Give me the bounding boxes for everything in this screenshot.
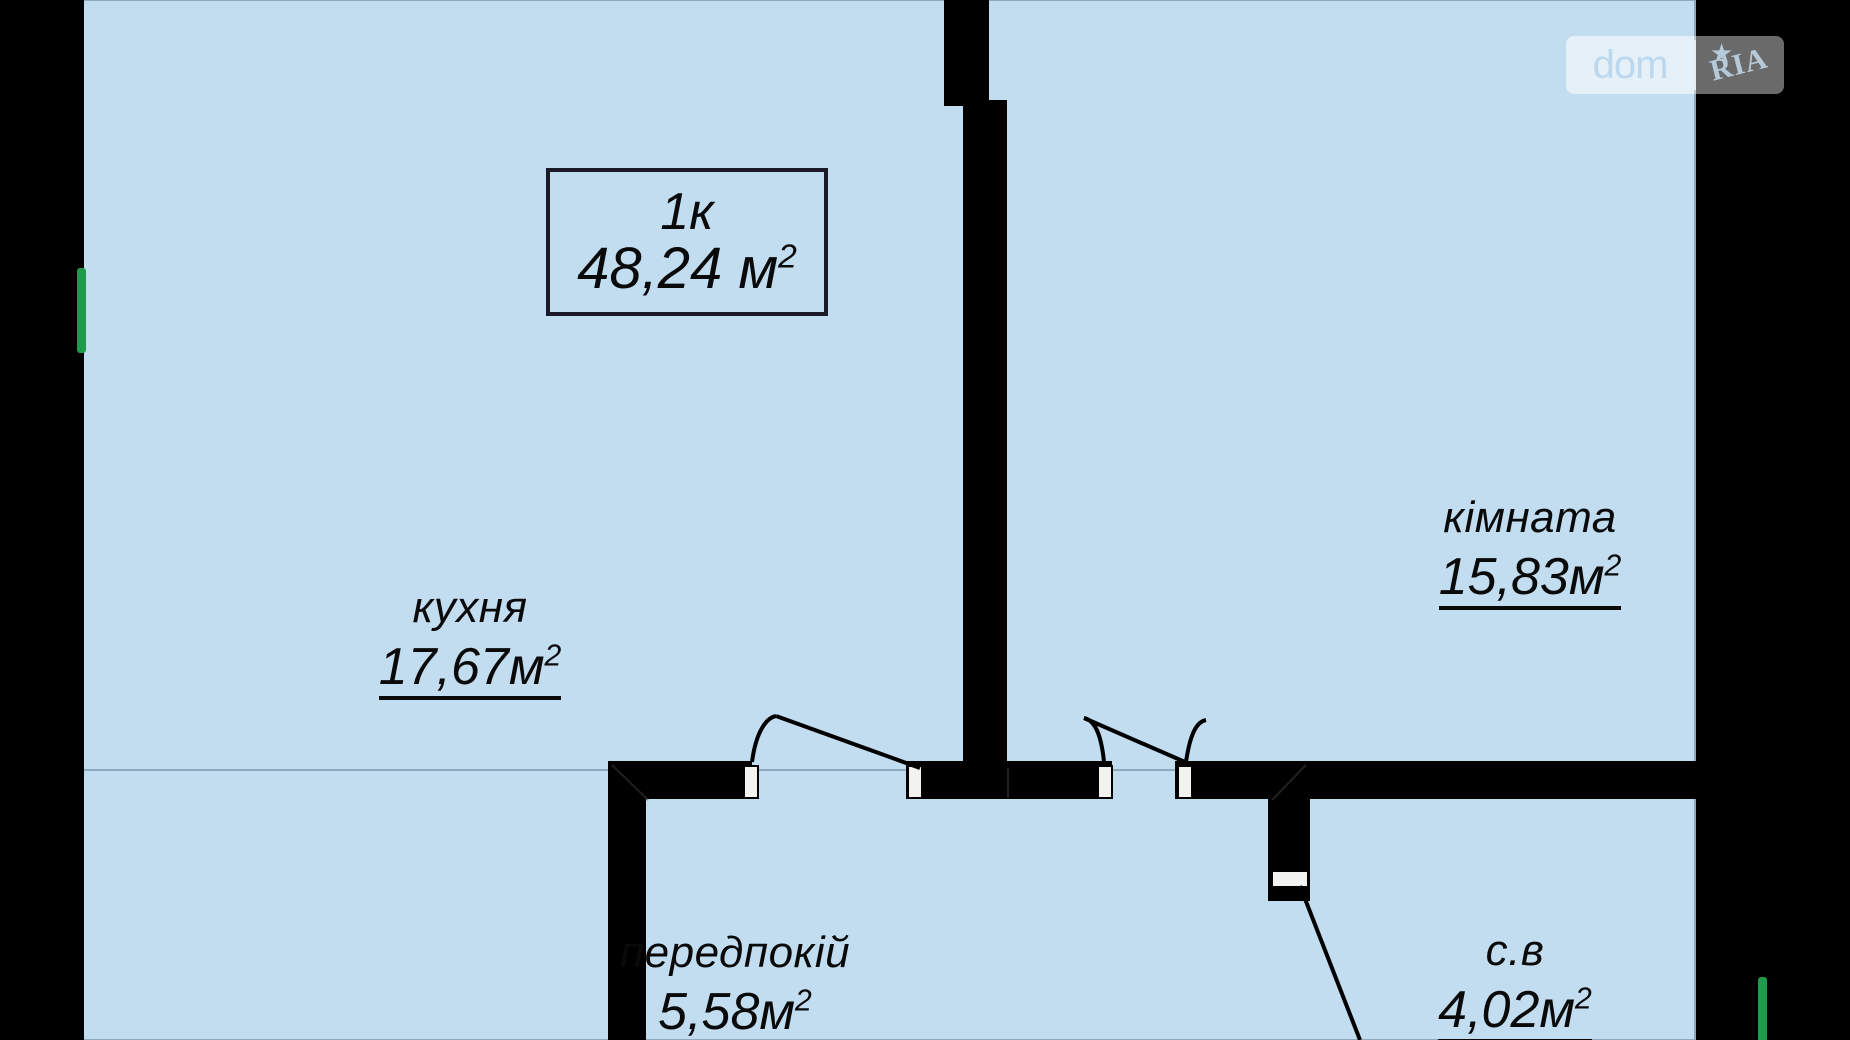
square-meter-superscript: 2 [795,984,812,1018]
room-area-kitchen: 17,67м2 [378,639,562,700]
wall-central-lower [963,100,1007,770]
apartment-summary-box: 1к 48,24 м2 [546,168,828,316]
room-area-living-room: 15,83м2 [1438,549,1622,610]
apartment-total-area: 48,24 м2 [577,236,797,301]
window-marker-left [77,268,86,353]
room-name-bathroom: с.в [1485,926,1545,975]
room-label-bathroom: с.в 4,02м2 [1375,926,1655,1040]
wall-horizontal-right [1175,761,1765,799]
square-meter-superscript: 2 [1575,982,1592,1016]
door-jamb-hall-right [1097,765,1113,799]
doors-group [750,714,1362,1040]
corner-marks-group [611,764,1307,801]
wall-hallway-left [608,761,646,1040]
room-name-hallway: передпокій [619,928,851,977]
door-jamb-bathroom [1271,870,1309,888]
door-leaf-bathroom [1298,885,1362,1040]
room-name-kitchen: кухня [412,583,528,632]
door-swing-room [1184,718,1207,763]
apartment-room-count: 1к [660,183,714,241]
door-jamb-kitchen [743,765,759,799]
square-meter-superscript: 2 [778,238,797,276]
door-leaf-kitchen [775,714,921,770]
door-jambs-group [743,765,1309,888]
wall-left-exterior [0,0,84,1040]
door-swing-kitchen [750,714,777,763]
floor-fill-lower [82,769,1696,1040]
door-jamb-room [1177,765,1193,799]
wall-central-upper [944,0,989,106]
door-jamb-hall-left [907,765,923,799]
corner-mark-bathroom [1271,764,1307,801]
square-meter-superscript: 2 [1604,549,1622,583]
window-markers-group [77,268,1767,1040]
room-label-kitchen: кухня 17,67м2 [320,583,620,700]
floor-fill-upper [82,0,1696,771]
door-leaf-hall-right [1083,716,1186,764]
floor-fill-group [82,0,1696,1040]
room-area-bathroom: 4,02м2 [1438,982,1592,1040]
square-meter-superscript: 2 [544,639,562,673]
corner-mark-hallway [611,764,649,801]
wall-right-exterior [1765,0,1850,1040]
window-marker-right [1758,977,1767,1040]
room-name-living-room: кімната [1443,493,1617,542]
room-label-hallway: передпокій 5,58м2 [545,928,925,1040]
room-label-living-room: кімната 15,83м2 [1380,493,1680,610]
room-area-hallway: 5,58м2 [658,984,812,1040]
